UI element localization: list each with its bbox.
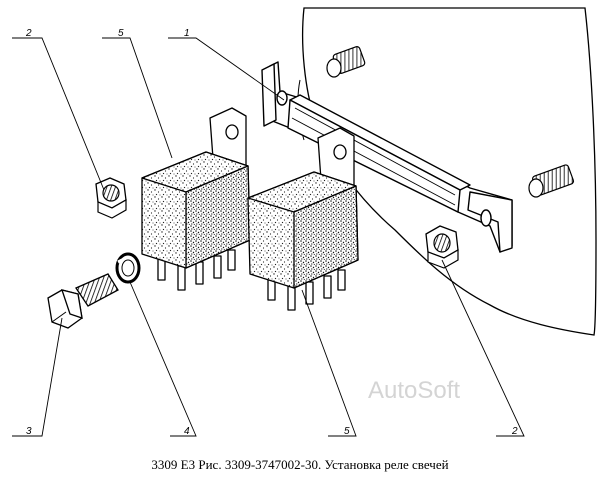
callout-c2b: 2 bbox=[511, 426, 518, 437]
callout-c3: 3 bbox=[26, 426, 32, 437]
figure-caption: 3309 Е3 Рис. 3309-3747002-30. Установка … bbox=[151, 457, 449, 472]
callout-c5b: 5 bbox=[344, 426, 350, 437]
panel-stud-upper bbox=[326, 46, 366, 78]
spring-washer bbox=[115, 252, 141, 284]
relay-right bbox=[247, 127, 359, 311]
relay-left bbox=[141, 107, 251, 291]
callout-c2a: 2 bbox=[25, 28, 32, 39]
watermark: AutoSoft bbox=[368, 377, 460, 404]
panel-stud-lower bbox=[528, 164, 575, 198]
leader-lines bbox=[12, 37, 525, 437]
callout-c5a: 5 bbox=[118, 28, 124, 39]
mounting-bracket bbox=[261, 61, 513, 253]
nut-left bbox=[95, 177, 127, 219]
bolt bbox=[47, 273, 119, 329]
callout-c4: 4 bbox=[184, 426, 190, 437]
nut-right bbox=[425, 225, 459, 269]
callout-c1: 1 bbox=[184, 28, 190, 39]
